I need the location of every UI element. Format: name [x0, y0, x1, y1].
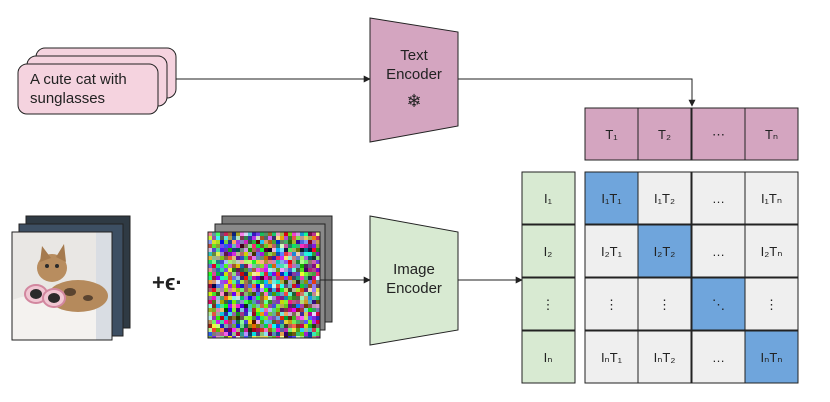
matrix-cell-label: I₁Tₙ	[761, 191, 782, 206]
text-prompt-line-2: sunglasses	[30, 90, 105, 107]
text-prompt-line-1: A cute cat with	[30, 71, 127, 88]
text-token-label: T₂	[658, 127, 671, 142]
matrix-cell-label: I₂Tₙ	[761, 244, 783, 259]
image-encoder: Image Encoder	[369, 215, 459, 346]
matrix-cell-label: I₂T₁	[601, 244, 623, 259]
matrix-cell	[637, 277, 692, 331]
image-encoder-label-2: Encoder	[386, 280, 442, 297]
snowflake-icon: ❄	[406, 91, 421, 111]
image-token-label: ⋮	[542, 297, 555, 312]
text-token-cell	[691, 107, 746, 161]
image-card-front	[11, 231, 113, 341]
matrix-cell-label: I₁T₁	[601, 191, 622, 206]
matrix-cell-diagonal	[637, 224, 692, 278]
matrix-cell-label: IₙT₁	[601, 350, 623, 365]
matrix-cell	[744, 277, 799, 331]
matrix-cell	[637, 330, 692, 384]
matrix-cell-label: ⋮	[765, 297, 778, 312]
matrix-cell-label: I₁T₂	[654, 191, 675, 206]
matrix-cell-label: ⋮	[605, 297, 618, 312]
matrix-cell	[584, 224, 639, 278]
text-card-front	[17, 63, 159, 115]
matrix-cell	[691, 171, 746, 225]
matrix-cell-label: IₙTₙ	[761, 350, 783, 365]
text-token-row: T₁ T₂ ⋯ Tₙ	[584, 107, 799, 161]
text-token-label: T₁	[605, 127, 618, 142]
text-encoder-label-2: Encoder	[386, 66, 442, 83]
matrix-cell	[691, 224, 746, 278]
text-token-cell	[744, 107, 799, 161]
image-token-label: I₂	[544, 244, 553, 259]
matrix-cell-label: ⋮	[658, 297, 671, 312]
matrix-cell-label: …	[712, 244, 725, 259]
matrix-cell-label: I₂T₂	[654, 244, 676, 259]
image-encoder-shape	[369, 215, 459, 346]
cat-photo	[12, 232, 112, 340]
matrix-cell	[584, 330, 639, 384]
text-token-label: ⋯	[712, 127, 725, 142]
matrix-cell-label: IₙT₂	[654, 350, 676, 365]
matrix-cell	[637, 171, 692, 225]
image-token-label: I₁	[544, 191, 553, 206]
text-token-cell	[584, 107, 639, 161]
matrix-cell	[744, 171, 799, 225]
matrix-cell	[744, 224, 799, 278]
image-encoder-label-1: Image	[393, 261, 435, 278]
text-encoder: Text Encoder ❄	[369, 17, 459, 143]
image-token-cell	[521, 330, 576, 384]
matrix-cell	[691, 330, 746, 384]
image-token-cell	[521, 224, 576, 278]
text-token-cell	[637, 107, 692, 161]
text-encoder-label-1: Text	[400, 47, 428, 64]
image-token-label: Iₙ	[544, 350, 553, 365]
noise-card-front	[207, 231, 321, 339]
arrow-text-encoder-to-tokens	[458, 78, 696, 107]
image-token-column: I₁ I₂ ⋮ Iₙ	[521, 171, 576, 384]
matrix-cell	[584, 277, 639, 331]
text-token-label: Tₙ	[765, 127, 778, 142]
matrix-cell-label: ⋱	[712, 297, 725, 312]
matrix-cell-diagonal	[691, 277, 746, 331]
matrix-cell-diagonal	[584, 171, 639, 225]
noise-epsilon-label: +ϵ·	[152, 270, 183, 295]
image-token-cell	[521, 277, 576, 331]
text-encoder-shape	[369, 17, 459, 143]
noise-image	[208, 232, 320, 338]
matrix-cell-label: …	[712, 350, 725, 365]
noise-stack	[207, 215, 333, 339]
text-prompt-stack: A cute cat with sunglasses	[17, 47, 177, 115]
matrix-cell-label: …	[712, 191, 725, 206]
matrix-cell-diagonal	[744, 330, 799, 384]
image-stack	[11, 215, 131, 341]
image-token-cell	[521, 171, 576, 225]
